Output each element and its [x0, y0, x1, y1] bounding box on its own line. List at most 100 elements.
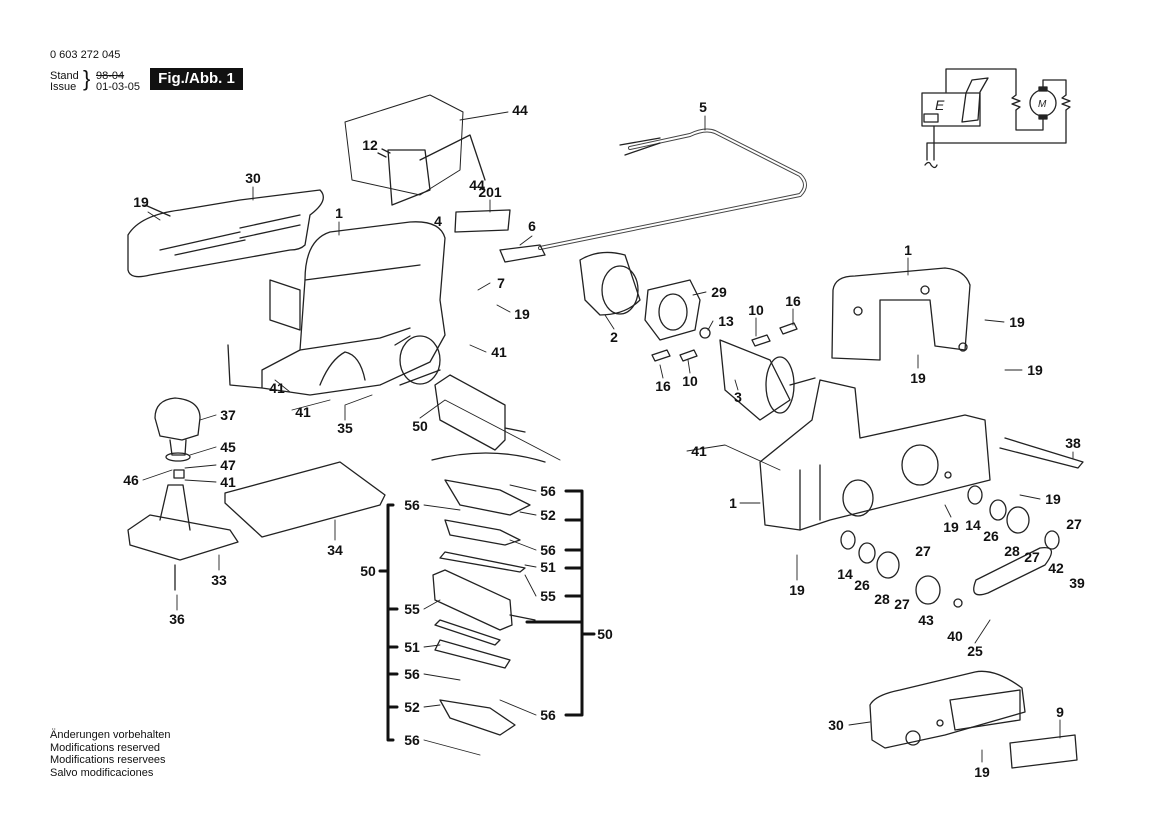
callout-201: 201 — [478, 184, 502, 200]
resistor-2 — [1061, 94, 1071, 111]
part-number: 0 603 272 045 — [50, 49, 121, 61]
callout-37: 37 — [220, 407, 236, 423]
callout-7: 7 — [497, 275, 505, 291]
callout-41: 41 — [491, 344, 507, 360]
callout-43: 43 — [918, 612, 934, 628]
callout-56: 56 — [540, 483, 556, 499]
callout-56: 56 — [404, 497, 420, 513]
callout-56: 56 — [404, 732, 420, 748]
callout-1: 1 — [335, 205, 343, 221]
callout-56: 56 — [404, 666, 420, 682]
callout-45: 45 — [220, 439, 236, 455]
callout-14: 14 — [837, 566, 853, 582]
figure-label: Fig./Abb. 1 — [150, 68, 243, 90]
handle-right — [831, 267, 971, 361]
callout-9: 9 — [1056, 704, 1064, 720]
callout-25: 25 — [967, 643, 983, 659]
callout-19: 19 — [910, 370, 926, 386]
callout-12: 12 — [362, 137, 378, 153]
callout-3: 3 — [734, 389, 742, 405]
callout-30: 30 — [828, 717, 844, 733]
callout-19: 19 — [133, 194, 149, 210]
callout-27: 27 — [915, 543, 931, 559]
cutter-head — [431, 374, 546, 736]
callout-41: 41 — [269, 380, 285, 396]
callout-19: 19 — [789, 582, 805, 598]
note-fr: Modifications reservees — [50, 754, 166, 766]
callout-14: 14 — [965, 517, 981, 533]
stand-label: Stand — [50, 70, 79, 82]
callout-2: 2 — [610, 329, 618, 345]
cover-left — [127, 189, 324, 278]
note-es: Salvo modificaciones — [50, 766, 154, 779]
callout-42: 42 — [1048, 560, 1064, 576]
callout-36: 36 — [169, 611, 185, 627]
callout-28: 28 — [1004, 543, 1020, 559]
drive-parts — [840, 485, 1060, 608]
callout-19: 19 — [514, 306, 530, 322]
group-brackets — [378, 489, 596, 742]
power-cable — [499, 128, 807, 263]
callout-19: 19 — [943, 519, 959, 535]
motor-letter: M — [1038, 99, 1047, 110]
callout-44: 44 — [469, 177, 485, 193]
callout-27: 27 — [1024, 549, 1040, 565]
clamp-bottom — [439, 699, 516, 736]
housing-right-base — [759, 379, 1084, 531]
callout-19: 19 — [1009, 314, 1025, 330]
callout-4: 4 — [434, 213, 442, 229]
depth-knob-assembly — [127, 397, 386, 591]
callout-27: 27 — [1066, 516, 1082, 532]
callout-40: 40 — [947, 628, 963, 644]
callout-5: 5 — [699, 99, 707, 115]
footer-notes: Änderungen vorbehalten Modifications res… — [50, 729, 170, 779]
callout-27: 27 — [894, 596, 910, 612]
switch-lever — [961, 77, 989, 123]
issue-label: Issue — [50, 81, 77, 93]
callout-38: 38 — [1065, 435, 1081, 451]
callout-55: 55 — [404, 601, 420, 617]
callout-44: 44 — [512, 102, 528, 118]
callout-19: 19 — [1027, 362, 1043, 378]
note-de: Änderungen vorbehalten — [50, 729, 171, 741]
callout-33: 33 — [211, 572, 227, 588]
nameplate — [1009, 734, 1078, 769]
note-en: Modifications reserved — [50, 741, 161, 754]
callout-10: 10 — [748, 302, 764, 318]
callout-56: 56 — [540, 707, 556, 723]
callout-19: 19 — [1045, 491, 1061, 507]
callout-52: 52 — [540, 507, 556, 523]
old-stand-date: 98-04 — [96, 70, 125, 82]
callout-47: 47 — [220, 457, 236, 473]
callout-51: 51 — [404, 639, 420, 655]
callout-46: 46 — [123, 472, 139, 488]
callout-50: 50 — [597, 626, 613, 642]
callout-56: 56 — [540, 542, 556, 558]
ac-supply-icon — [924, 161, 938, 169]
callout-50: 50 — [412, 418, 428, 434]
wiring-schematic — [921, 68, 1071, 169]
switch-assembly — [344, 94, 511, 233]
leader-lines — [142, 111, 1074, 763]
callout-16: 16 — [785, 293, 801, 309]
callout-1: 1 — [729, 495, 737, 511]
callout-26: 26 — [983, 528, 999, 544]
motor-assembly — [579, 251, 816, 421]
callout-19: 19 — [974, 764, 990, 780]
callout-13: 13 — [718, 313, 734, 329]
callout-1: 1 — [904, 242, 912, 258]
clamp-top — [444, 479, 531, 516]
resistor-1 — [1011, 94, 1021, 111]
callout-39: 39 — [1069, 575, 1085, 591]
callout-34: 34 — [327, 542, 343, 558]
callout-41: 41 — [295, 404, 311, 420]
callout-26: 26 — [854, 577, 870, 593]
issue-date: 01-03-05 — [96, 81, 141, 93]
brace-icon: } — [83, 66, 91, 91]
housing-left — [227, 221, 446, 396]
cover-right — [869, 670, 1078, 769]
callout-30: 30 — [245, 170, 261, 186]
callout-41: 41 — [691, 443, 707, 459]
callout-10: 10 — [682, 373, 698, 389]
